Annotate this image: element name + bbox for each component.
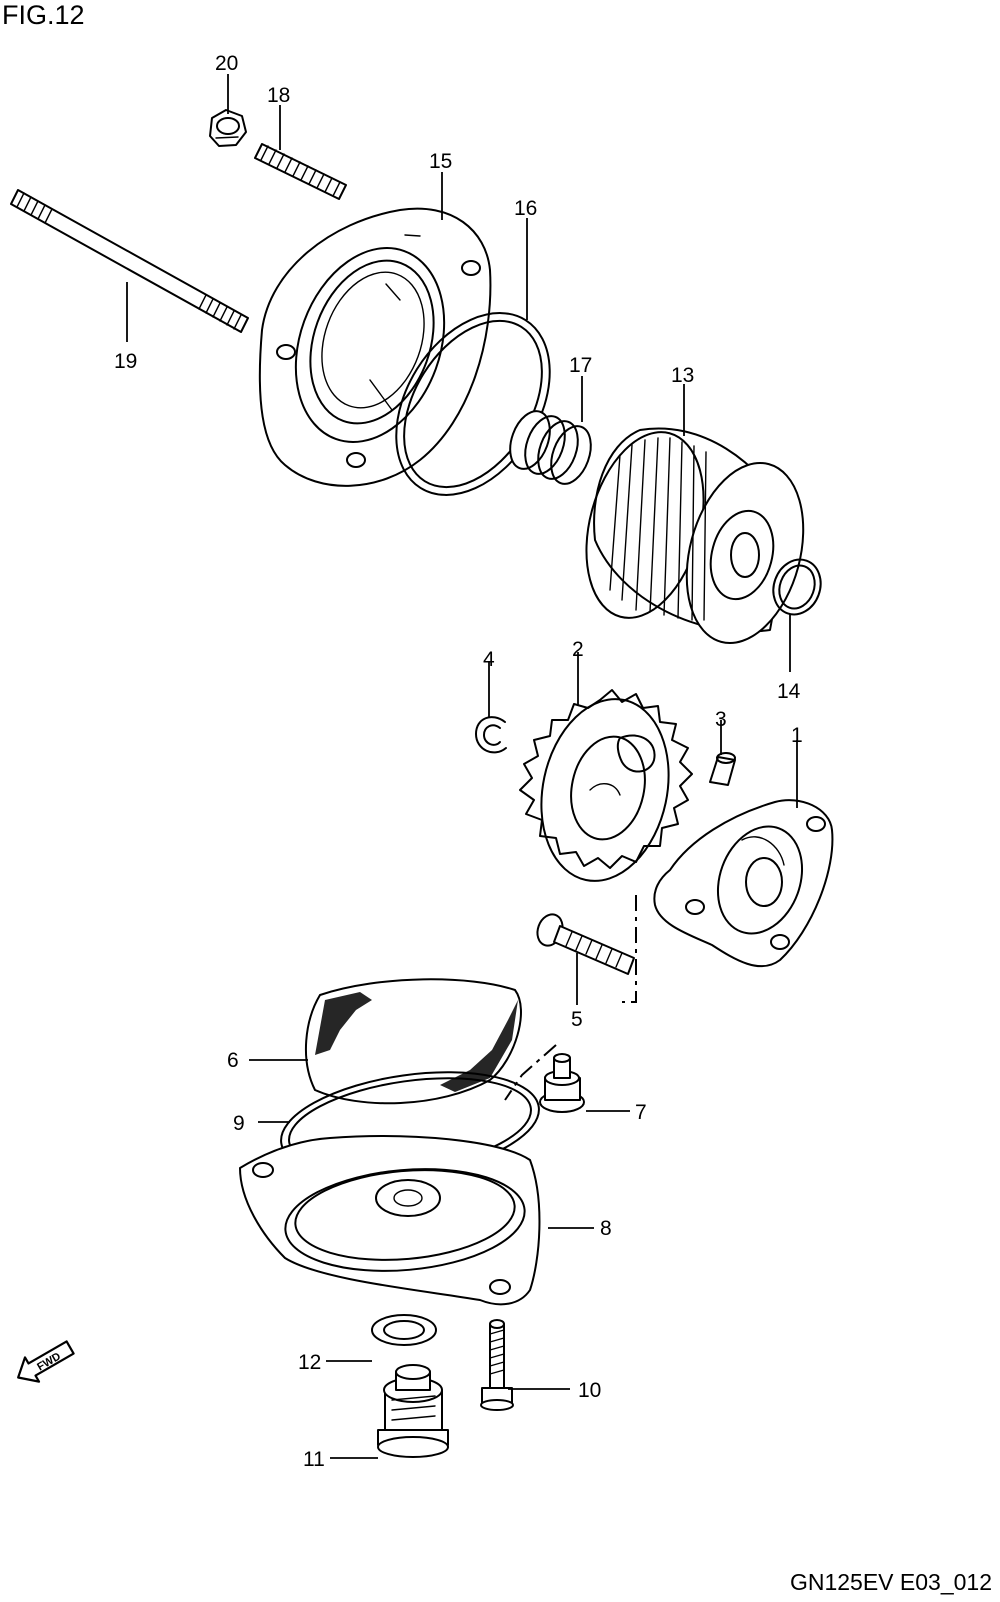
part-20-nut (209, 109, 247, 147)
callout-8: 8 (600, 1217, 612, 1240)
part-8-cover (239, 1135, 541, 1306)
part-13-oil-filter (585, 427, 805, 644)
callout-14: 14 (777, 680, 801, 703)
part-7-bolt (539, 1053, 585, 1113)
leader-lines (126, 74, 798, 1459)
callout-5: 5 (571, 1008, 583, 1031)
callout-2: 2 (572, 638, 584, 661)
callout-13: 13 (671, 364, 694, 387)
callout-15: 15 (429, 150, 452, 173)
part-12-washer (371, 1314, 437, 1346)
callout-17: 17 (569, 354, 592, 377)
part-19-long-stud (10, 189, 249, 333)
part-6-oil-strainer (305, 978, 522, 1105)
part-3-pin (709, 752, 736, 786)
callout-11: 11 (303, 1448, 325, 1471)
part-18-stud (254, 143, 347, 200)
part-5-screw (536, 913, 635, 975)
callout-3: 3 (715, 708, 727, 731)
callout-20: 20 (215, 52, 238, 75)
callout-4: 4 (483, 648, 495, 671)
callout-19: 19 (114, 350, 137, 373)
part-1-oil-pump (653, 799, 834, 968)
part-10-bolt (480, 1319, 514, 1411)
callout-numbers: 20 18 15 16 19 17 13 14 4 2 3 1 5 6 9 7 … (114, 52, 803, 1471)
callout-10: 10 (578, 1379, 601, 1402)
fwd-arrow-icon: FWD (17, 1340, 75, 1383)
part-4-circlip (475, 716, 507, 754)
part-2-pump-gear (519, 689, 693, 882)
part-17-spring (509, 410, 592, 485)
callout-7: 7 (635, 1101, 647, 1124)
part-14-o-ring (772, 558, 822, 616)
callout-6: 6 (227, 1049, 239, 1072)
callout-18: 18 (267, 84, 290, 107)
drawing-code: GN125EV E03_012 (789, 1569, 992, 1595)
callout-12: 12 (298, 1351, 321, 1374)
fwd-label: FWD (35, 1350, 63, 1373)
callout-9: 9 (233, 1112, 245, 1135)
callout-16: 16 (514, 197, 537, 220)
callout-1: 1 (791, 724, 803, 747)
part-11-drain-plug (377, 1364, 449, 1458)
part-15-filter-cover (258, 207, 492, 487)
figure-title: FIG.12 (2, 0, 85, 30)
